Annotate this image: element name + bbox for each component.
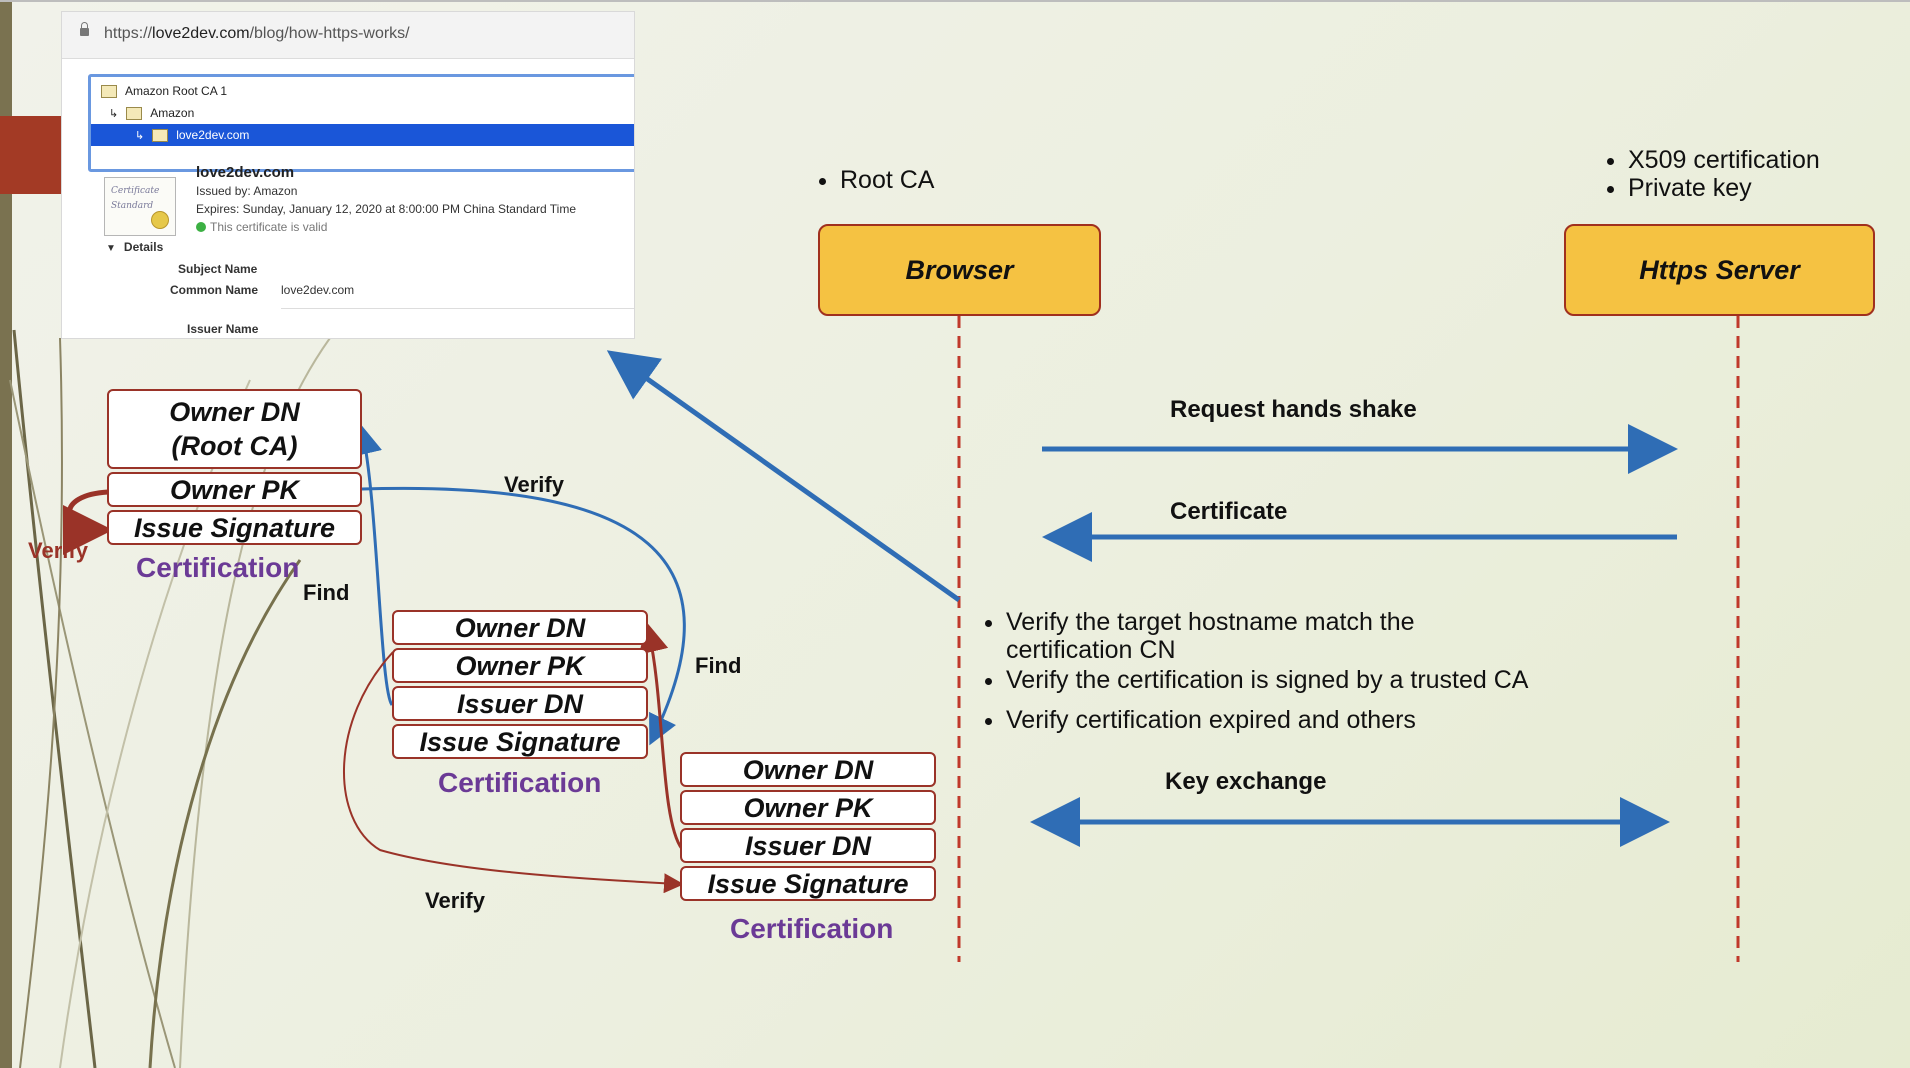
- child-arrow-icon: ↳: [109, 107, 119, 120]
- triangle-down-icon: ▼: [106, 243, 116, 254]
- common-name-value: love2dev.com: [281, 283, 355, 297]
- mid-issuer-dn-box: Issuer DN: [392, 686, 648, 721]
- server-note: X509 certification: [1628, 146, 1820, 174]
- certificate-icon: [126, 106, 143, 120]
- verify-label-top: Verify: [504, 472, 564, 497]
- find-label-2: Find: [695, 653, 742, 678]
- server-actor: Https Server: [1564, 224, 1875, 316]
- find-leaf-to-mid-arrow: [638, 622, 684, 850]
- certificate-icon: [152, 128, 169, 142]
- verify-mid-to-leaf-arrow: [343, 651, 684, 894]
- verify-label-bottom: Verify: [425, 888, 485, 913]
- chain-item-root[interactable]: Amazon Root CA 1: [91, 80, 634, 102]
- certificate-screenshot: https://love2dev.com/blog/how-https-work…: [62, 12, 634, 338]
- request-label: Request hands shake: [1170, 396, 1417, 423]
- self-verify-arrow: [62, 489, 113, 555]
- address-bar[interactable]: https://love2dev.com/blog/how-https-work…: [62, 12, 634, 59]
- check-icon: [196, 222, 206, 232]
- chain-item-intermediate[interactable]: ↳Amazon: [109, 106, 195, 120]
- root-issue-signature-box: Issue Signature: [107, 510, 362, 545]
- leaf-cert-label: Certification: [730, 913, 894, 944]
- divider: [281, 308, 634, 309]
- check-item: Verify the target hostname match the cer…: [1006, 608, 1538, 664]
- mid-cert-label: Certification: [438, 767, 602, 798]
- mid-issue-signature-box: Issue Signature: [392, 724, 648, 759]
- issued-by: Issued by: Amazon: [196, 184, 298, 198]
- accent-block: [0, 116, 62, 194]
- leaf-owner-pk-box: Owner PK: [680, 790, 936, 825]
- find-label-1: Find: [303, 580, 350, 605]
- details-toggle[interactable]: ▼Details: [106, 240, 164, 254]
- self-verify-label: Verify: [28, 538, 88, 563]
- verify-root-to-mid-arrow: [361, 486, 686, 746]
- certificate-icon: [101, 84, 117, 98]
- certificate-image: Certificate Standard: [104, 177, 176, 236]
- browser-note: Root CA: [840, 166, 934, 194]
- find-mid-to-root-arrow: [352, 424, 394, 706]
- pointer-to-screenshot: [606, 350, 961, 603]
- leaf-issue-signature-box: Issue Signature: [680, 866, 936, 901]
- leaf-issuer-dn-box: Issuer DN: [680, 828, 936, 863]
- root-owner-dn-box: Owner DN(Root CA): [107, 389, 362, 469]
- root-cert-label: Certification: [136, 552, 300, 583]
- key-exchange-label: Key exchange: [1165, 768, 1327, 795]
- check-item: Verify certification expired and others: [1006, 706, 1538, 734]
- mid-owner-pk-box: Owner PK: [392, 648, 648, 683]
- lock-icon: [80, 22, 89, 36]
- child-arrow-icon: ↳: [135, 129, 145, 142]
- certificate-label: Certificate: [1170, 498, 1288, 525]
- valid-status: This certificate is valid: [196, 220, 327, 234]
- cert-name: love2dev.com: [196, 164, 295, 181]
- browser-notes: Root CA: [812, 166, 934, 194]
- subject-name-heading: Subject Name: [178, 262, 258, 276]
- check-item: Verify the certification is signed by a …: [1006, 666, 1538, 694]
- browser-actor: Browser: [818, 224, 1101, 316]
- common-name-label: Common Name: [170, 283, 259, 297]
- expires: Expires: Sunday, January 12, 2020 at 8:0…: [196, 202, 577, 216]
- mid-owner-dn-box: Owner DN: [392, 610, 648, 645]
- chain-item-leaf[interactable]: ↳love2dev.com: [91, 124, 634, 146]
- url-text: https://love2dev.com/blog/how-https-work…: [104, 25, 410, 42]
- server-note: Private key: [1628, 174, 1820, 202]
- root-owner-pk-box: Owner PK: [107, 472, 362, 507]
- issuer-name-heading: Issuer Name: [187, 322, 259, 336]
- leaf-owner-dn-box: Owner DN: [680, 752, 936, 787]
- certificate-chain-list: Amazon Root CA 1 ↳Amazon ↳love2dev.com: [88, 74, 634, 172]
- seal-icon: [151, 211, 169, 229]
- server-notes: X509 certification Private key: [1600, 146, 1820, 202]
- verification-checks: Verify the target hostname match the cer…: [978, 608, 1538, 734]
